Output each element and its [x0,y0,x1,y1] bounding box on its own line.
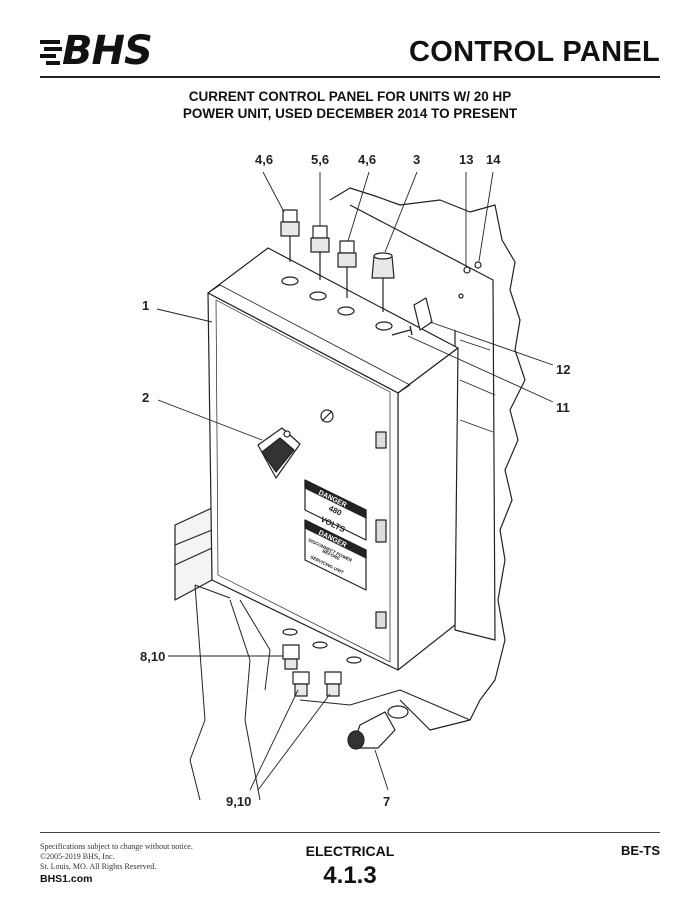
callout-2: 2 [142,390,149,405]
header-divider [40,76,660,78]
enclosure-side [397,347,459,671]
page-title: CONTROL PANEL [409,36,660,68]
callout-7: 7 [383,794,390,809]
cord-grip-5-6 [310,225,330,280]
callout-1: 1 [142,298,149,313]
disconnect-handle [257,427,301,479]
page-number: 4.1.3 [323,862,377,889]
cord-grip-4-6b [337,240,357,298]
cord-grip-9-10b [324,671,342,697]
logo-speed-lines-icon [40,40,62,65]
indicator-light [320,409,334,423]
latch-lower [375,611,387,629]
lower-ground [299,689,471,721]
document-id: BE-TS [621,843,660,858]
washer-13 [463,266,471,274]
callout-13: 13 [459,152,473,167]
cord-grip-4-6a [280,209,300,262]
footer-divider [40,832,660,833]
section-name: ELECTRICAL [305,843,395,859]
callout-12: 12 [556,362,570,377]
fine-print-rights: St. Louis, MO. All Rights Reserved. [40,862,157,871]
cord-grip-3 [371,252,395,312]
callout-8-10: 8,10 [140,649,165,664]
leader-lines [156,171,554,791]
lower-frame [174,507,213,601]
bracket-12 [413,297,433,331]
cord-grip-8-10 [282,644,300,670]
callout-9-10: 9,10 [226,794,251,809]
elbow-fitting-7 [347,705,409,750]
callout-11: 11 [556,400,570,415]
latch-upper [375,431,387,449]
callout-4-6-right: 4,6 [358,152,376,167]
callout-4-6-left: 4,6 [255,152,273,167]
brand-logo: BHS [62,28,153,74]
subtitle-line-1: CURRENT CONTROL PANEL FOR UNITS W/ 20 HP [188,89,512,104]
bolt-11 [391,325,413,336]
callout-3: 3 [413,152,420,167]
latch-middle [375,519,387,543]
fine-print-specs: Specifications subject to change without… [40,842,193,851]
lower-frame-left [189,584,261,801]
subtitle-line-2: POWER UNIT, USED DECEMBER 2014 TO PRESEN… [182,106,518,121]
cord-grip-9-10a [292,671,310,697]
callout-5-6: 5,6 [311,152,329,167]
fine-print-copyright: ©2005-2019 BHS, Inc. [40,852,115,861]
callout-14: 14 [486,152,501,167]
nut-14 [474,261,482,269]
website-link[interactable]: BHS1.com [40,873,93,885]
